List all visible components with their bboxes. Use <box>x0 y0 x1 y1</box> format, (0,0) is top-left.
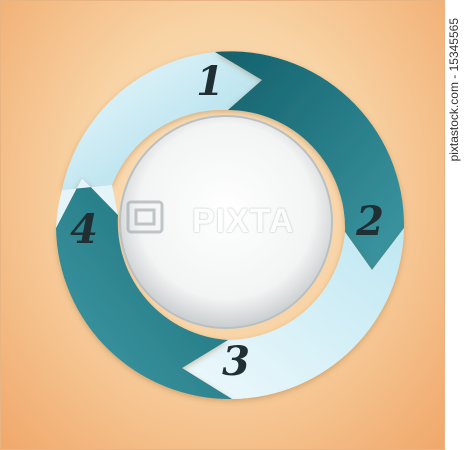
segment-1 <box>62 52 262 190</box>
segment-4 <box>56 178 232 400</box>
credit-text: pixtastock.com - 15345565 <box>447 18 461 162</box>
segment-1-tail <box>56 178 118 228</box>
center-hole <box>120 116 332 328</box>
watermark-text: PIXTA <box>192 202 295 240</box>
segment-2 <box>215 51 405 270</box>
pixta-logo-icon <box>126 200 164 234</box>
watermark: PIXTA <box>192 202 295 241</box>
credit-strip: pixtastock.com - 15345565 <box>445 0 463 450</box>
segment-3 <box>182 228 404 399</box>
background-panel: 1 2 3 4 PIXTA <box>0 0 445 450</box>
cycle-diagram <box>56 51 405 400</box>
